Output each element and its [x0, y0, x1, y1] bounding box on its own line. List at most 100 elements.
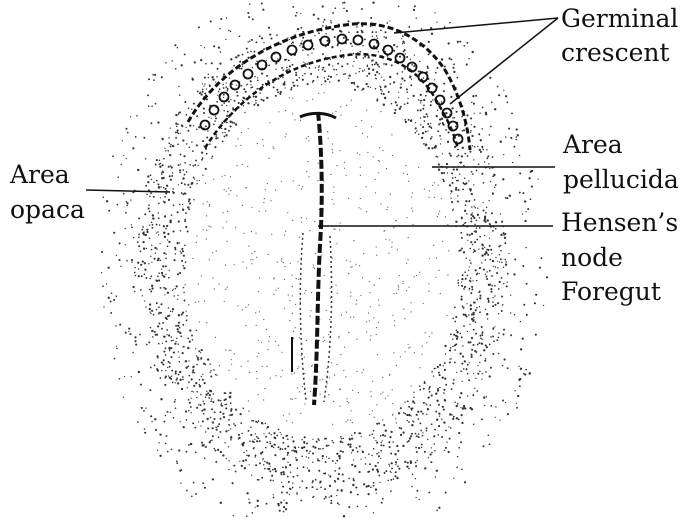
stipple-dot [440, 138, 441, 139]
stipple-dot [411, 486, 413, 488]
stipple-dot [250, 51, 252, 53]
stipple-dot [444, 369, 446, 371]
stipple-dot [209, 84, 211, 86]
stipple-dot [260, 99, 262, 101]
stipple-dot [327, 383, 328, 384]
stipple-dot [167, 411, 169, 413]
stipple-dot [367, 493, 369, 495]
stipple-dot [330, 288, 331, 289]
stipple-dot [172, 230, 174, 232]
stipple-dot [289, 488, 291, 490]
stipple-dot [353, 478, 355, 480]
stipple-dot [500, 258, 502, 260]
stipple-dot [518, 366, 519, 367]
stipple-dot [173, 417, 175, 419]
stipple-dot [469, 188, 471, 190]
stipple-dot [289, 65, 291, 67]
stipple-dot [367, 86, 369, 88]
stipple-dot [216, 101, 218, 103]
stipple-dot [192, 366, 194, 368]
stipple-dot [419, 422, 421, 424]
stipple-dot [326, 310, 327, 311]
stipple-dot [434, 197, 435, 198]
stipple-dot [274, 437, 276, 439]
stipple-dot [422, 132, 424, 134]
stipple-dot [262, 423, 264, 425]
stipple-dot [492, 156, 494, 158]
stipple-dot [420, 109, 422, 111]
stipple-dot [192, 369, 194, 371]
stipple-dot [322, 25, 324, 27]
stipple-dot [284, 279, 285, 280]
stipple-dot [227, 287, 228, 288]
stipple-dot [434, 450, 435, 451]
stipple-dot [319, 340, 320, 341]
stipple-dot [167, 150, 169, 152]
stipple-dot [307, 54, 309, 56]
stipple-dot [168, 199, 170, 201]
stipple-dot [388, 91, 390, 93]
stipple-dot [102, 285, 104, 287]
stipple-dot [504, 237, 506, 239]
stipple-dot [325, 496, 327, 498]
stipple-dot [350, 420, 351, 421]
stipple-dot [393, 44, 395, 46]
stipple-dot [437, 130, 439, 132]
stipple-dot [182, 376, 184, 378]
stipple-dot [119, 324, 121, 326]
stipple-dot [191, 391, 193, 393]
stipple-dot [481, 326, 483, 328]
stipple-dot [474, 146, 476, 148]
stipple-dot [211, 398, 213, 400]
stipple-dot [247, 102, 249, 104]
stipple-dot [435, 368, 436, 369]
stipple-dot [472, 320, 474, 322]
stipple-dot [305, 290, 306, 291]
stipple-dot [472, 394, 474, 396]
stipple-dot [413, 9, 415, 11]
stipple-dot [249, 502, 251, 504]
stipple-dot [259, 462, 261, 464]
stipple-dot [477, 365, 478, 366]
stipple-dot [269, 34, 271, 36]
stipple-dot [255, 96, 257, 98]
stipple-dot [439, 387, 441, 389]
stipple-dot [167, 239, 168, 240]
stipple-dot [473, 329, 475, 331]
stipple-dot [235, 146, 236, 147]
stipple-dot [289, 464, 291, 466]
stipple-dot [120, 266, 121, 267]
stipple-dot [474, 206, 475, 207]
stipple-dot [425, 131, 427, 133]
stipple-dot [534, 302, 536, 304]
stipple-dot [156, 280, 158, 282]
stipple-dot [442, 153, 443, 154]
stipple-dot [293, 180, 294, 181]
stipple-dot [406, 465, 408, 467]
stipple-dot [164, 201, 166, 203]
stipple-dot [274, 444, 276, 446]
stipple-dot [332, 12, 334, 14]
stipple-dot [189, 164, 191, 166]
stipple-dot [226, 122, 228, 124]
stipple-dot [158, 322, 160, 324]
stipple-dot [383, 79, 385, 81]
stipple-dot [301, 188, 302, 189]
stipple-dot [315, 67, 317, 69]
stipple-dot [388, 441, 390, 443]
stipple-dot [402, 71, 404, 73]
stipple-dot [473, 302, 475, 304]
stipple-dot [180, 252, 182, 254]
stipple-dot [411, 64, 413, 66]
stipple-dot [456, 417, 458, 419]
stipple-dot [178, 221, 180, 223]
stipple-dot [247, 84, 248, 85]
stipple-dot [135, 275, 137, 277]
stipple-dot [498, 333, 500, 335]
stipple-dot [207, 201, 208, 202]
stipple-dot [245, 91, 247, 93]
stipple-dot [488, 163, 489, 164]
stipple-dot [317, 18, 319, 20]
stipple-dot [116, 346, 117, 347]
stipple-dot [435, 393, 437, 395]
